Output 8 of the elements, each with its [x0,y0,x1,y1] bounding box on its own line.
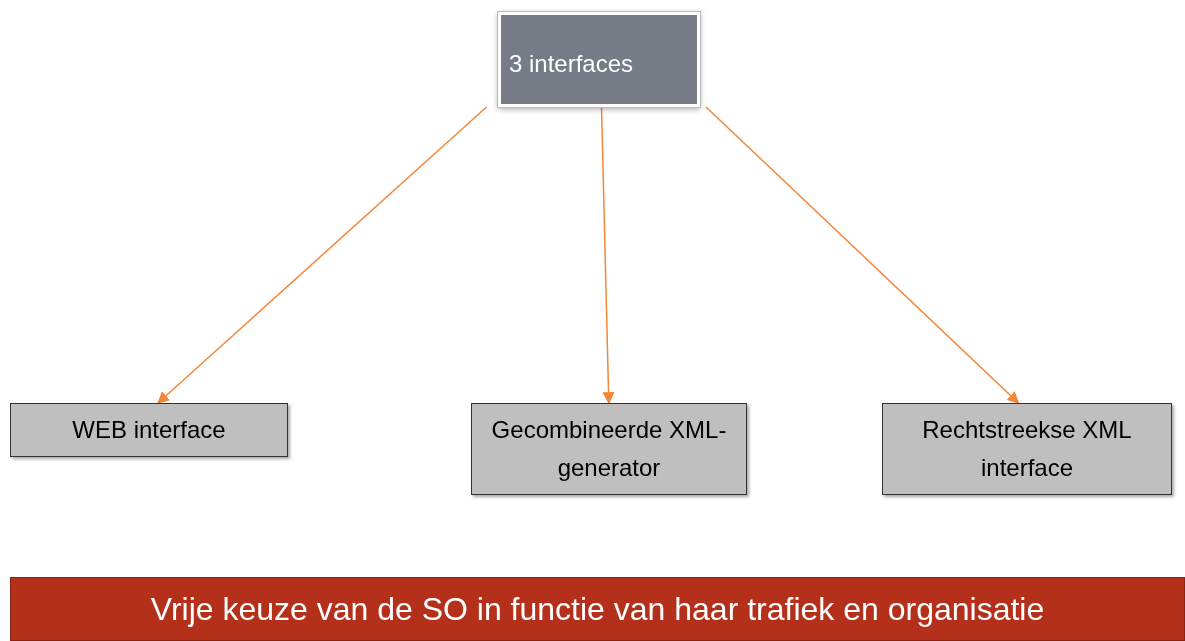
process-box: Gecombineerde XML-generator [471,403,747,495]
process-box: WEB interface [10,403,288,457]
process-box: Rechtstreekse XML interface [882,403,1172,495]
banner: Vrije keuze van de SO in functie van haar trafiek en organisatie [10,577,1185,641]
arrow [705,106,1020,404]
arrow [157,106,488,404]
title-box: 3 interfaces [498,12,700,107]
arrow [600,106,615,405]
